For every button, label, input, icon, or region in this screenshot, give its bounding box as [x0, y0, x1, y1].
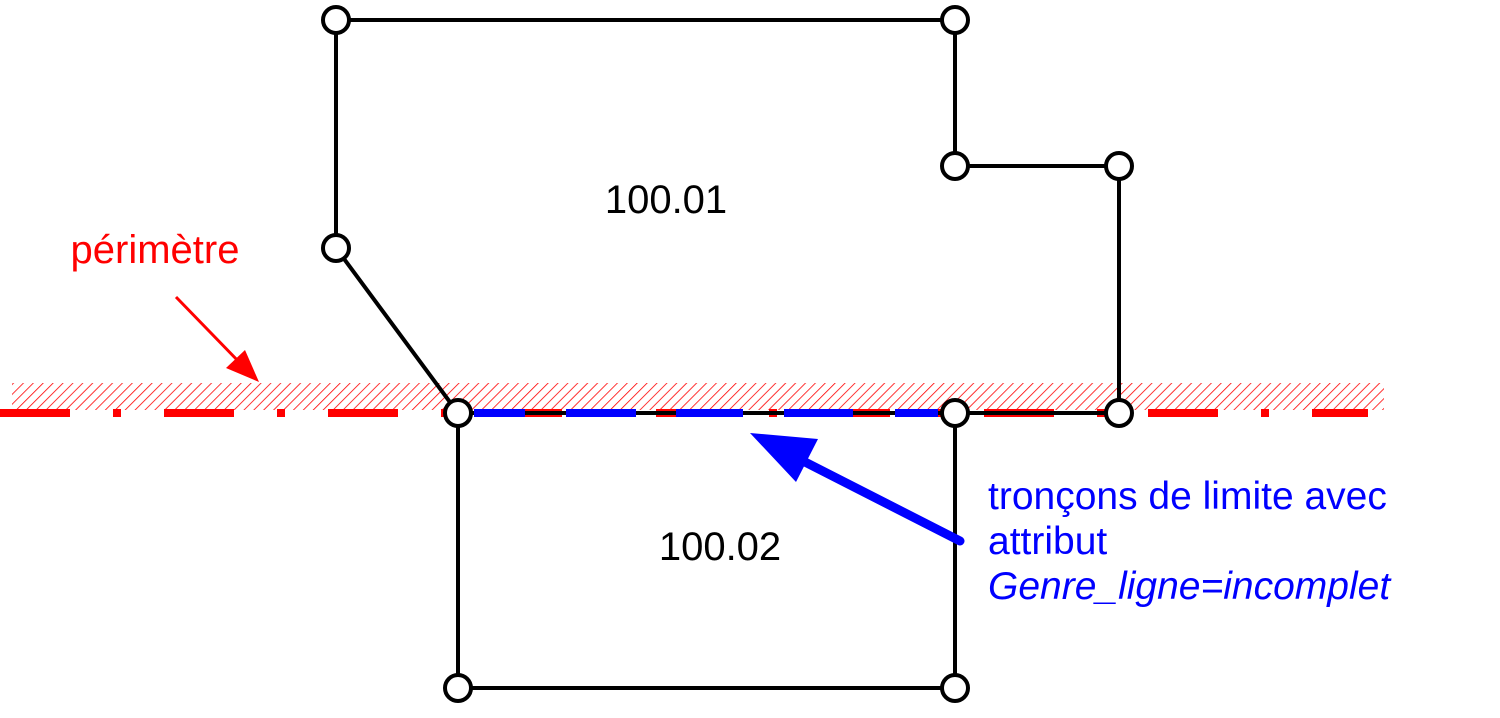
vertex — [940, 5, 970, 35]
perimeter-label: périmètre — [71, 228, 240, 272]
annotation-line-1: tronçons de limite avec — [988, 475, 1387, 518]
annotation-line-3: Genre_ligne=incomplet — [988, 565, 1391, 608]
parcel-label-100-02: 100.02 — [659, 525, 781, 569]
incomplete-annotation: tronçons de limite avec attribut Genre_l… — [988, 474, 1488, 609]
vertex — [443, 398, 473, 428]
perimeter-arrow-head — [226, 350, 259, 382]
vertex — [1104, 151, 1134, 181]
annotation-arrow-shaft — [800, 457, 965, 546]
vertex — [1104, 398, 1134, 428]
perimeter-arrow-shaft — [174, 295, 244, 367]
parcel-100-02-boundary — [456, 413, 957, 690]
parcel-label-100-01: 100.01 — [605, 178, 727, 222]
vertex — [321, 5, 351, 35]
vertex — [443, 673, 473, 703]
vertex — [321, 233, 351, 263]
annotation-arrow-head — [750, 433, 818, 482]
vertex — [940, 673, 970, 703]
perimeter-hatch-band — [12, 383, 1384, 410]
vertex — [940, 151, 970, 181]
vertices — [321, 5, 1134, 703]
parcel-100-01-boundary — [334, 18, 1121, 415]
vertex — [940, 398, 970, 428]
annotation-line-2: attribut — [988, 520, 1108, 563]
